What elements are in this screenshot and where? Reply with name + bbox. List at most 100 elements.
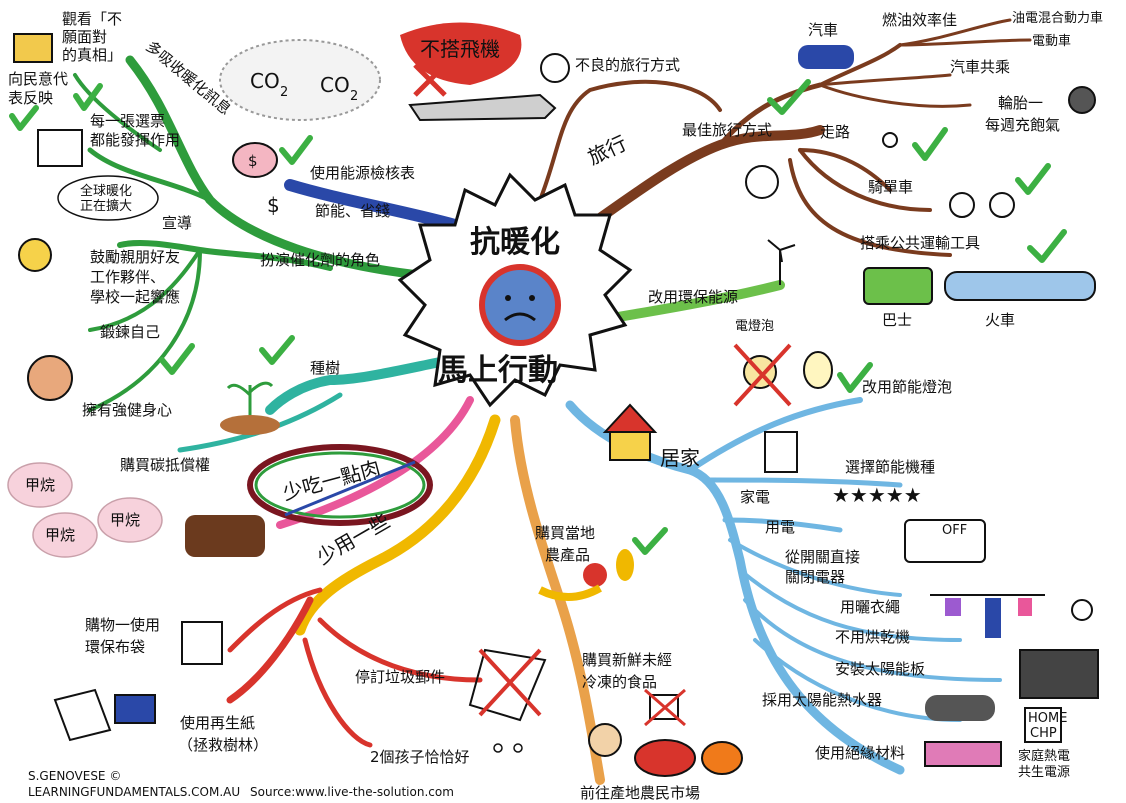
- save-bulb-label: 改用節能燈泡: [862, 378, 952, 396]
- cloth-bag-icon: [181, 621, 223, 665]
- sad-face-icon: [540, 53, 570, 83]
- branch-use-less: [294, 414, 501, 636]
- kids-label: 2個孩子恰恰好: [370, 748, 470, 766]
- branch-trees: [265, 355, 455, 415]
- co2-cloud: [219, 39, 381, 121]
- banana-icon: [538, 584, 602, 602]
- bag-l1: 購物一使用: [85, 616, 160, 634]
- bike-wheel-front: [949, 192, 975, 218]
- house-roof-icon: [602, 403, 658, 433]
- junk-label: 停訂垃圾郵件: [355, 668, 445, 686]
- less-section: 種樹 購買碳抵償權 甲烷 甲烷 甲烷 少吃一點肉 少用一些 購物一使用 環保布袋…: [7, 359, 547, 766]
- branch-junk: [317, 617, 483, 683]
- branch-reflect: [73, 73, 162, 152]
- checkmarks: [9, 79, 1067, 555]
- methane-label-3: 甲烷: [110, 511, 140, 529]
- fridge-icon: [764, 431, 798, 473]
- local-l2: 農產品: [545, 546, 590, 564]
- energy-section: 改用環保能源 電燈泡 改用節能燈泡: [648, 239, 952, 407]
- tomato-basket-icon: [634, 739, 696, 777]
- center-title-top: 抗暖化: [470, 225, 560, 260]
- branch-car: [818, 43, 902, 87]
- carpool-label: 汽車共乘: [950, 58, 1010, 76]
- branch-electric: [898, 38, 1032, 47]
- cross-icon: [413, 63, 447, 97]
- bus-label: 巴士: [882, 311, 912, 329]
- methane-label-2: 甲烷: [45, 526, 75, 544]
- credit-author: S.GENOVESE ©: [28, 769, 121, 783]
- branch-renew: [595, 280, 785, 325]
- methane-cloud-1: [7, 462, 73, 508]
- methane-label-1: 甲烷: [25, 476, 55, 494]
- branch-vote: [87, 147, 213, 203]
- check-icon-reflect: [9, 105, 39, 131]
- center-title-bottom: 馬上行動: [438, 353, 558, 388]
- bubble-l1: 全球暖化: [80, 183, 132, 199]
- branch-paper: [226, 596, 314, 704]
- market-label: 前往產地農民市場: [580, 784, 700, 802]
- bad-travel-label: 不良的旅行方式: [575, 56, 680, 74]
- speech-bubble: [57, 175, 159, 221]
- energy-check-label: 使用能源檢核表: [310, 164, 415, 182]
- sun-icon: [1071, 599, 1093, 621]
- catalyst-label: 扮演催化劑的角色: [260, 251, 380, 269]
- walker-icon: [882, 132, 898, 148]
- piggy-bank-icon: [232, 142, 278, 178]
- tire-icon: [1068, 86, 1096, 114]
- center-node: 抗暖化 馬上行動: [397, 172, 633, 408]
- hybrid-label: 油電混合動力車: [1012, 11, 1103, 26]
- check-icon-local: [632, 527, 668, 555]
- solar-panel-label: 安裝太陽能板: [835, 660, 925, 678]
- transit-label: 搭乘公共運輸工具: [860, 234, 980, 252]
- branch-transit: [788, 158, 952, 257]
- less-meat-inner-ring: [254, 451, 426, 519]
- woman-icon: [18, 238, 52, 272]
- less-meat-ring: [247, 444, 433, 526]
- tv-icon: [13, 33, 53, 63]
- insulation-label: 使用絕緣材料: [815, 744, 905, 762]
- dollar-icon: $: [267, 193, 280, 217]
- piggy-dollar: $: [248, 152, 258, 170]
- check-icon-trees: [259, 335, 295, 365]
- bus-icon: [863, 267, 933, 305]
- watch-l2: 願面對: [62, 28, 107, 46]
- no-fly-banner: [400, 22, 522, 85]
- happy-face-icon: [745, 165, 779, 199]
- branch-carpool: [818, 73, 952, 87]
- pumpkin-icon: [701, 741, 743, 775]
- co2-text-b: CO: [320, 73, 350, 97]
- tire-l1: 輪胎一: [998, 94, 1043, 112]
- solar-panel-icon: [1019, 649, 1099, 699]
- chp-l2: CHP: [1030, 726, 1057, 741]
- switch-l1: 從開關直接: [785, 548, 860, 566]
- wind-turbine-icon: [767, 239, 796, 285]
- home-section: 居家 家電 選擇節能機種 ★★★★★ 用電 從開關直接 關閉電器 OFF 用曬衣…: [602, 403, 1099, 780]
- bag-l2: 環保布袋: [85, 638, 145, 656]
- bubble-l2: 正在擴大: [80, 198, 132, 214]
- less-meat-strike: [284, 460, 416, 517]
- towel-icon: [1018, 598, 1032, 616]
- credits: S.GENOVESE © LEARNINGFUNDAMENTALS.COM.AU…: [28, 769, 454, 799]
- train-icon: [944, 271, 1096, 301]
- branch-bag: [227, 587, 323, 653]
- reflect-l1: 向民意代: [8, 70, 68, 88]
- branch-fit: [88, 248, 202, 412]
- watch-l1: 觀看「不: [62, 10, 122, 28]
- no-fly-label: 不搭飛機: [420, 37, 500, 61]
- branch-bike: [798, 148, 932, 212]
- paper-stack-icon: [114, 694, 156, 724]
- reflect-l2: 表反映: [8, 89, 53, 107]
- seedling-icon: [226, 381, 274, 420]
- energy-stars: ★★★★★: [832, 483, 922, 507]
- food-section: 購買當地 農產品 購買新鮮未經 冷凍的食品 前往產地農民市場: [535, 524, 743, 802]
- travel-branch-label: 旅行: [584, 131, 630, 170]
- methane-cloud-3: [97, 497, 163, 543]
- advocacy-section: 觀看「不 願面對 的真相」 多吸收暖化訊息 向民意代 表反映 每一張選票 都能發…: [8, 10, 415, 419]
- branch-tire: [818, 83, 972, 108]
- carbon-label: 購買碳抵償權: [120, 456, 210, 474]
- chp-label-l2: 共生電源: [1018, 765, 1070, 780]
- fuel-label: 燃油效率佳: [882, 11, 957, 29]
- co2-sub-b: 2: [350, 89, 358, 104]
